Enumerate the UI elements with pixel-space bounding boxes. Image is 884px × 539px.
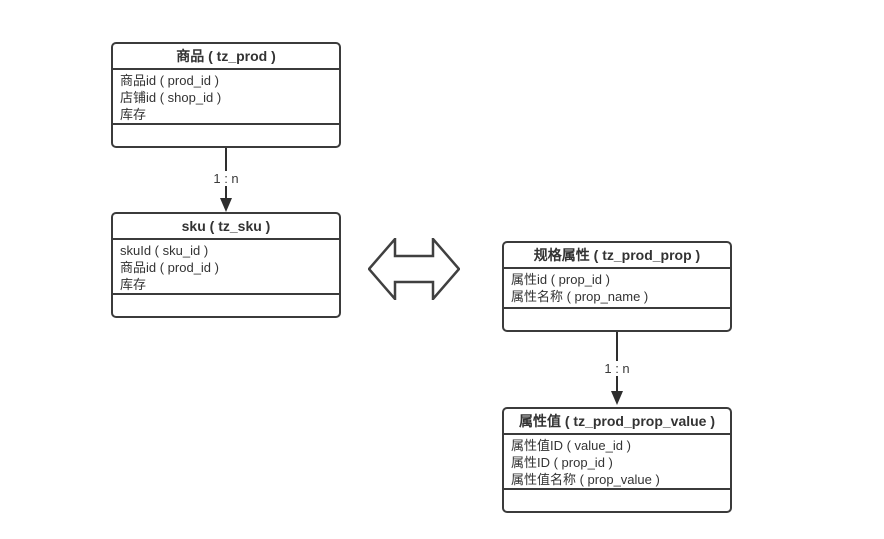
entity-field: 属性值名称 ( prop_value ): [511, 472, 660, 487]
arrow-down-icon: [611, 391, 623, 405]
entity-prod-prop-value: 属性值 ( tz_prod_prop_value ) 属性值ID ( value…: [502, 407, 732, 513]
entity-prod-prop: 规格属性 ( tz_prod_prop ) 属性id ( prop_id ) 属…: [502, 241, 732, 332]
entity-sku-empty-section: [113, 293, 339, 316]
entity-prod: 商品 ( tz_prod ) 商品id ( prod_id ) 店铺id ( s…: [111, 42, 341, 148]
entity-sku: sku ( tz_sku ) skuId ( sku_id ) 商品id ( p…: [111, 212, 341, 318]
entity-prod-prop-value-empty-section: [504, 488, 730, 511]
entity-field: skuId ( sku_id ): [120, 243, 209, 258]
entity-field: 库存: [120, 277, 147, 292]
arrow-down-icon: [220, 198, 232, 212]
double-arrow-icon: [368, 238, 460, 300]
entity-prod-fields: 商品id ( prod_id ) 店铺id ( shop_id ) 库存: [113, 70, 339, 123]
entity-prod-prop-value-title: 属性值 ( tz_prod_prop_value ): [504, 409, 730, 435]
entity-prod-prop-value-fields: 属性值ID ( value_id ) 属性ID ( prop_id ) 属性值名…: [504, 435, 730, 488]
connector-prop-value-label: 1 : n: [601, 361, 633, 376]
entity-prod-prop-fields: 属性id ( prop_id ) 属性名称 ( prop_name ): [504, 269, 730, 307]
entity-field: 库存: [120, 107, 147, 122]
entity-field: 商品id ( prod_id ): [120, 260, 219, 275]
entity-prod-prop-empty-section: [504, 307, 730, 330]
entity-field: 属性ID ( prop_id ): [511, 455, 613, 470]
entity-prod-title: 商品 ( tz_prod ): [113, 44, 339, 70]
entity-sku-fields: skuId ( sku_id ) 商品id ( prod_id ) 库存: [113, 240, 339, 293]
entity-field: 店铺id ( shop_id ): [120, 90, 222, 105]
connector-prod-sku-label: 1 : n: [210, 171, 242, 186]
entity-field: 商品id ( prod_id ): [120, 73, 219, 88]
entity-field: 属性id ( prop_id ): [511, 272, 610, 287]
entity-field: 属性名称 ( prop_name ): [511, 289, 649, 304]
entity-sku-title: sku ( tz_sku ): [113, 214, 339, 240]
entity-field: 属性值ID ( value_id ): [511, 438, 631, 453]
entity-prod-prop-title: 规格属性 ( tz_prod_prop ): [504, 243, 730, 269]
entity-prod-empty-section: [113, 123, 339, 146]
